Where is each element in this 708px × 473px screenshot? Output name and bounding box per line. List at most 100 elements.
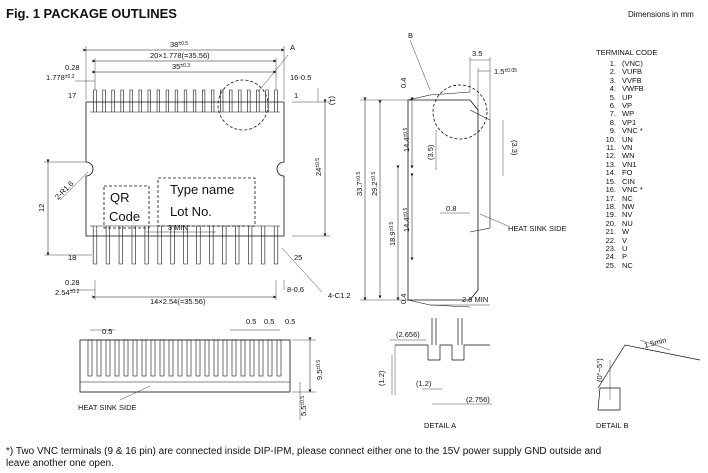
detail-a-caption: DETAIL A <box>424 421 456 430</box>
terminal-code-item: 12. WN <box>599 151 644 161</box>
bottom-pin-row <box>92 226 279 265</box>
dim-1-2-b: (1.2) <box>416 379 432 388</box>
bottom-pin <box>170 226 175 265</box>
dim-29-2: 29.2±0.5 <box>370 171 379 196</box>
pin-25-label: 25 <box>294 253 302 262</box>
terminal-name: NV <box>622 210 633 220</box>
top-pin <box>102 89 106 112</box>
dim-14-4-a: 14.4±0.5 <box>402 127 411 152</box>
bottom-pin <box>144 226 149 265</box>
terminal-code-item: 10.UN <box>599 135 644 144</box>
comb-pin <box>267 339 273 377</box>
terminal-name: VP <box>622 101 633 111</box>
comb-pin <box>276 339 282 377</box>
dim-1-2-a: (1.2) <box>377 370 386 386</box>
top-pin <box>183 89 188 112</box>
bottom-pin <box>157 226 162 265</box>
terminal-name: NW <box>622 201 635 211</box>
bottom-pin <box>92 226 98 265</box>
comb-pin <box>195 339 201 377</box>
comb-pin <box>213 339 219 377</box>
terminal-name: NU <box>622 218 633 228</box>
top-view <box>44 46 330 300</box>
terminal-code-item: 5. UP <box>599 92 644 102</box>
terminal-number: 19. <box>605 210 616 220</box>
dim-254: 2.54±0.2 <box>55 288 80 297</box>
dim-05-a: 0.5 <box>102 327 112 336</box>
terminal-name: VNC * <box>622 185 643 195</box>
dim-05-c: 0.5 <box>264 317 274 326</box>
dim-3-3-paren: (3.3) <box>510 140 519 156</box>
terminal-code-item: 22.V <box>599 235 644 245</box>
top-pin <box>120 89 124 112</box>
terminal-name: W <box>622 227 630 237</box>
terminal-code-title: TERMINAL CODE <box>596 48 658 57</box>
terminal-code-item: 7.WP <box>599 109 644 119</box>
terminal-name: NC <box>622 193 633 203</box>
terminal-number: 18. <box>605 201 616 211</box>
terminal-number: 11. <box>606 143 616 153</box>
dim-pitch-14: 14×2.54(=35.56) <box>150 297 206 306</box>
top-pin <box>93 89 97 112</box>
terminal-name: VN1 <box>622 159 637 169</box>
pin-17-label: 17 <box>68 91 76 100</box>
bottom-view <box>79 329 316 420</box>
comb-pin <box>249 339 255 377</box>
dim-1: (1) <box>328 96 337 106</box>
terminal-number: 5. <box>609 92 616 102</box>
terminal-number: 2. <box>609 67 616 77</box>
comb-pin <box>105 339 111 377</box>
detail-b-circle <box>432 84 488 140</box>
bottom-pin <box>248 226 253 265</box>
dim-3min: 3 MIN <box>168 223 188 232</box>
dim-2-5-min: 2.5 MIN <box>462 295 488 304</box>
terminal-number: 12. <box>605 151 616 161</box>
top-pin <box>129 89 133 112</box>
terminal-number: 16. <box>605 185 616 195</box>
comb-pin <box>114 339 120 377</box>
top-pin <box>274 89 278 112</box>
terminal-code-item: 1.(VNC) <box>599 59 644 68</box>
comb-pin <box>177 339 183 377</box>
top-pin <box>220 89 224 112</box>
top-pin <box>111 89 115 112</box>
terminal-code-item: 17. NC <box>599 193 644 203</box>
side-view <box>360 39 509 308</box>
terminal-number: 4. <box>609 84 616 94</box>
label-b: B <box>408 31 413 40</box>
terminal-name: WP <box>622 109 635 119</box>
terminal-name: VNC * <box>622 126 643 136</box>
dim-9-5: 9.5±0.5 <box>315 360 324 380</box>
bottom-pin <box>209 226 214 265</box>
comb-pin <box>186 339 192 377</box>
terminal-name: UP <box>622 92 633 102</box>
terminal-name: VUFB <box>622 67 643 77</box>
figure-title: Fig. 1 PACKAGE OUTLINES <box>6 6 177 21</box>
bottom-pin <box>131 226 136 265</box>
top-pin <box>202 89 206 112</box>
dim-5-5: 5.5±0.5 <box>299 396 308 416</box>
dim-2-656: (2.656) <box>396 330 420 339</box>
dim-04-bottom: 0.4 <box>399 294 408 304</box>
type-lot-box <box>157 177 256 227</box>
top-pin <box>229 89 233 112</box>
heat-sink-side-bottom-label: HEAT SINK SIDE <box>78 403 137 412</box>
terminal-number: 23. <box>605 243 616 253</box>
dim-1778: 1.778±0.2 <box>46 73 75 82</box>
detail-a-circle <box>217 79 269 131</box>
terminal-code-item: 21.W <box>599 227 644 237</box>
top-pin <box>138 89 142 112</box>
dim-05-d: 0.5 <box>285 317 295 326</box>
top-pin <box>211 89 215 112</box>
dim-angle: (0°~5°) <box>595 358 604 382</box>
lot-no-label: Lot No. <box>170 204 212 219</box>
terminal-name: FO <box>622 168 633 178</box>
terminal-code-item: 18. NW <box>599 201 644 211</box>
dim-16-05: 16-0.5 <box>290 73 311 82</box>
terminal-number: 17. <box>605 193 616 203</box>
terminal-code-item: 9.VNC * <box>599 126 644 136</box>
pin-18-label: 18 <box>68 253 76 262</box>
terminal-number: 22. <box>605 235 616 245</box>
terminal-name: WN <box>622 151 635 161</box>
terminal-code-item: 15.CIN <box>599 177 644 186</box>
